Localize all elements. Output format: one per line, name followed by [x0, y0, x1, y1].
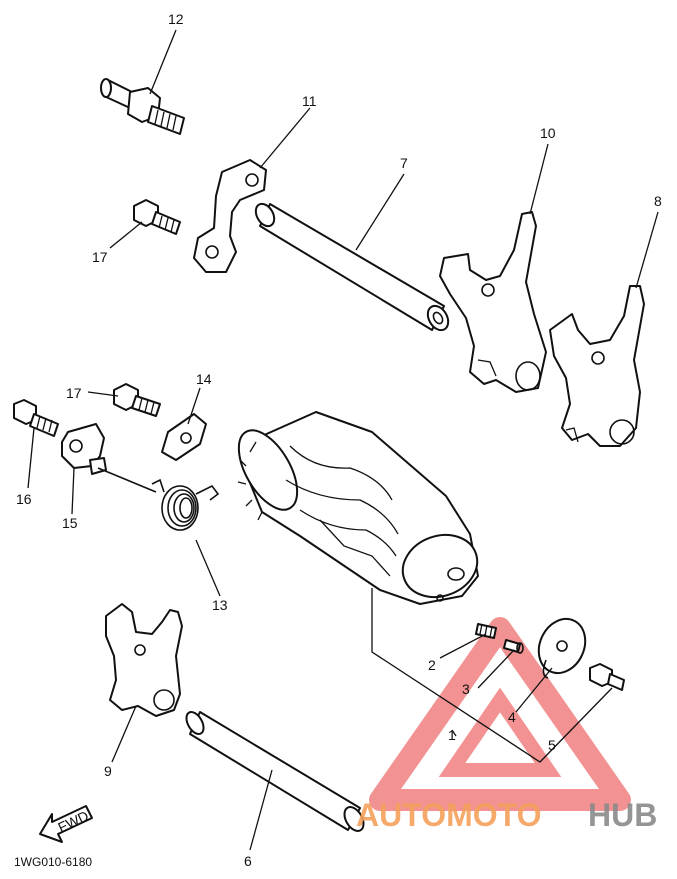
- shift-lever-part-15: [61, 423, 107, 475]
- callout-4: 4: [508, 709, 516, 725]
- callout-12: 12: [168, 11, 184, 27]
- callout-3: 3: [462, 681, 470, 697]
- callout-2: 2: [428, 657, 436, 673]
- callout-5: 5: [548, 737, 556, 753]
- forward-arrow-label: FWD: [55, 807, 91, 835]
- shift-fork-part-8: [549, 285, 645, 447]
- segment-plate-part-14: [161, 413, 207, 461]
- callout-17-middle: 17: [66, 385, 82, 401]
- stud-bolt-part-12: [100, 78, 185, 135]
- bolt-part-17-middle: [113, 383, 161, 417]
- watermark-hub: HUB: [588, 797, 657, 833]
- shift-fork-part-9: [105, 603, 183, 717]
- callout-16: 16: [16, 491, 32, 507]
- forward-arrow-icon: FWD: [39, 805, 93, 843]
- stopper-lever-part-11: [193, 159, 267, 273]
- callout-13: 13: [212, 597, 228, 613]
- watermark-logo: [369, 617, 631, 811]
- callout-8: 8: [654, 193, 662, 209]
- plate-part-4: [537, 617, 587, 679]
- shift-drum: [237, 411, 479, 605]
- callout-6: 6: [244, 853, 252, 869]
- guide-bar-part-7: [254, 202, 450, 332]
- callout-17-upper: 17: [92, 249, 108, 265]
- callout-14: 14: [196, 371, 212, 387]
- callout-7: 7: [400, 155, 408, 171]
- shift-fork-part-10: [439, 211, 547, 393]
- watermark-automoto: AUTOMOTO: [356, 797, 541, 833]
- bolt-part-16: [13, 399, 59, 437]
- screw-part-5: [589, 663, 625, 691]
- guide-bar-part-6: [185, 711, 365, 832]
- callout-numbers: 1 2 3 4 5 6 7 8 9 10 11 12 13 14 15 16 1…: [16, 11, 662, 869]
- pin-part-2: [475, 623, 497, 639]
- callout-15: 15: [62, 515, 78, 531]
- leader-lines: [27, 29, 659, 851]
- callout-10: 10: [540, 125, 556, 141]
- bolt-part-17-upper: [133, 199, 181, 235]
- callout-1: 1: [448, 727, 456, 743]
- callout-9: 9: [104, 763, 112, 779]
- callout-11: 11: [302, 93, 317, 109]
- drawing-code: 1WG010-6180: [14, 855, 92, 869]
- watermark-text: AUTOMOTO HUB: [356, 797, 657, 833]
- torsion-spring-part-13: [97, 467, 220, 531]
- pin-part-3: [503, 639, 524, 654]
